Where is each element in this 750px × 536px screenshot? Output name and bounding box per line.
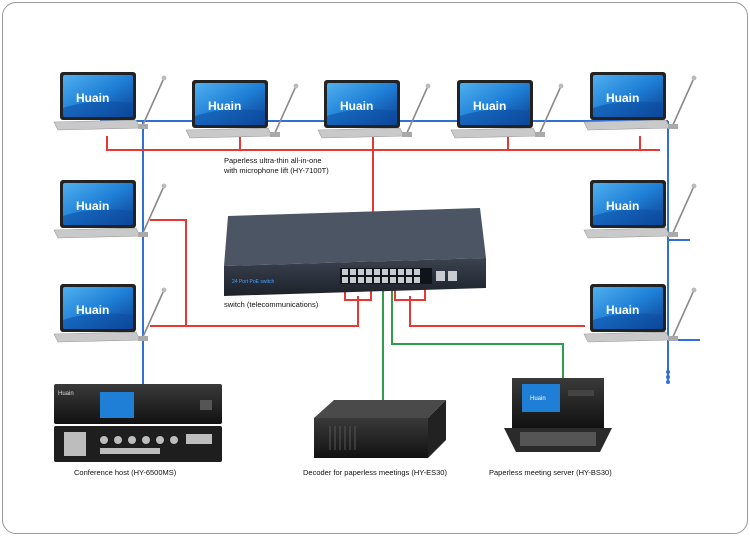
switch-ports (342, 269, 457, 283)
terminal-brand-text-9: Huain (606, 303, 639, 317)
terminal-brand-text-6: Huain (76, 199, 109, 213)
red-line-left-to-switch (186, 296, 359, 327)
red-line-top-drops (239, 136, 641, 150)
host-rear-connectors (64, 432, 212, 456)
switch-panel-text: 24 Port PoE switch (232, 279, 274, 285)
network-switch: 24 Port PoE switch (224, 208, 486, 296)
host-upper-unit (54, 384, 222, 424)
terminal-label-line1: Paperless ultra-thin all-in-one (224, 156, 322, 165)
green-line-to-server (391, 287, 564, 378)
blue-line-end-dots (666, 370, 670, 384)
terminal-top-5 (583, 71, 698, 131)
host-button (200, 400, 212, 410)
host-lower-unit (54, 426, 222, 462)
terminal-brand-text-1: Huain (76, 91, 109, 105)
switch-top-face (224, 208, 486, 266)
red-line-right-to-terminal (409, 296, 585, 327)
terminal-brand-text-5: Huain (606, 91, 639, 105)
terminal-brand-text-7: Huain (76, 303, 109, 317)
terminal-right-bottom (583, 283, 698, 343)
red-line-left-loop (150, 219, 187, 327)
terminal-brand-text-3: Huain (340, 99, 373, 113)
server-label: Paperless meeting server (HY-BS30) (489, 468, 612, 477)
host-brand-text: Huain (58, 391, 74, 397)
terminal-label-line2: with microphone lift (HY-7100T) (224, 166, 329, 175)
terminal-brand-text-2: Huain (208, 99, 241, 113)
terminal-brand-text-8: Huain (606, 199, 639, 213)
terminal-left-middle (53, 179, 168, 239)
conference-host-device: Huain (54, 384, 222, 462)
decoder-device (314, 400, 446, 458)
terminal-top-2 (185, 79, 300, 139)
red-line-port-group-a (344, 287, 372, 301)
decoder-top (314, 400, 446, 418)
green-cable-lines (382, 287, 564, 400)
switch-label: switch (telecommunications) (224, 300, 319, 309)
terminal-top-3 (317, 79, 432, 139)
terminal-top-4 (450, 79, 565, 139)
host-display (100, 392, 134, 418)
server-screen-text: Huain (530, 396, 546, 402)
server-device: Huain (504, 378, 612, 452)
server-keyboard (520, 432, 596, 446)
red-line-top-bus (106, 136, 660, 151)
terminal-left-bottom (53, 283, 168, 343)
server-drive-bay (568, 390, 594, 396)
decoder-label: Decoder for paperless meetings (HY-ES30) (303, 468, 447, 477)
decoder-vents (329, 426, 356, 450)
decoder-front (314, 418, 428, 458)
terminal-right-middle (583, 179, 698, 239)
terminal-label: Paperless ultra-thin all-in-one with mic… (224, 156, 329, 176)
terminal-brand-text-4: Huain (473, 99, 506, 113)
decoder-side (428, 400, 446, 458)
server-screen (522, 384, 560, 412)
host-label: Conference host (HY-6500MS) (74, 468, 177, 477)
